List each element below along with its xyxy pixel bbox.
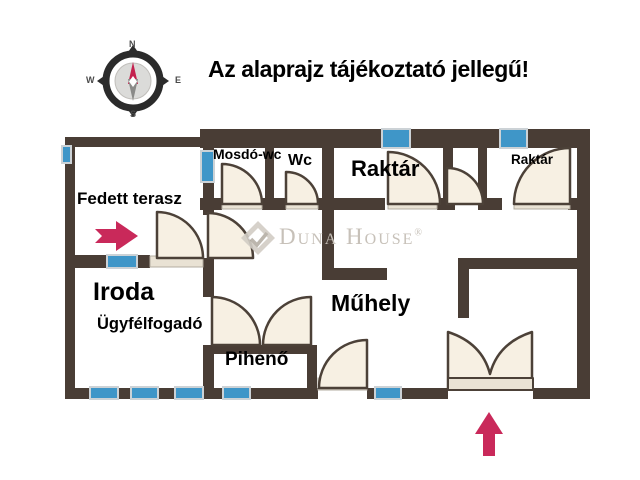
room-label-mosdo-wc: Mosdó-wc xyxy=(213,146,282,162)
windows xyxy=(61,128,528,400)
room-label-ugyfelfogado: Ügyfélfogadó xyxy=(97,315,203,333)
wall-nook-vertical xyxy=(458,258,469,318)
room-label-muhely: Műhely xyxy=(331,290,411,316)
wall-raktar-right-divider xyxy=(478,148,487,204)
door-muhely-single xyxy=(317,338,369,390)
wall-spine-lower xyxy=(203,345,214,398)
watermark-registered-mark: ® xyxy=(414,227,423,239)
wall-wc-raktar-divider xyxy=(322,148,334,280)
door-muhely-double xyxy=(446,330,534,390)
door-wc xyxy=(284,170,320,206)
window-terrace-divider xyxy=(106,254,138,269)
compass-icon xyxy=(97,45,169,117)
wall-mosdo-wc-divider xyxy=(265,148,274,204)
window-top-1 xyxy=(381,128,411,149)
window-spine xyxy=(200,150,215,183)
compass-w-label: W xyxy=(86,75,95,85)
room-label-raktar-kis: Raktár xyxy=(511,152,554,167)
watermark-brand: Duna House xyxy=(279,224,415,249)
room-label-raktar-nagy: Raktár xyxy=(351,156,420,181)
window-bottom-4 xyxy=(222,386,251,400)
compass-n-label: N xyxy=(129,39,136,49)
page-title: Az alaprajz tájékoztató jellegű! xyxy=(208,56,529,82)
door-piheno xyxy=(261,295,313,347)
door-iroda xyxy=(210,295,262,347)
compass-needle-south xyxy=(128,79,138,101)
room-label-wc: Wc xyxy=(288,152,312,169)
door-corridor-upper xyxy=(206,211,255,260)
window-left xyxy=(61,145,72,164)
door-mosdo-wc xyxy=(220,162,264,206)
wall-l-stub xyxy=(322,268,387,280)
wall-outer-right xyxy=(577,129,590,398)
entrance-arrow-terrace-icon xyxy=(95,221,138,251)
wall-nook-horizontal xyxy=(460,258,578,269)
compass-needle-north xyxy=(128,62,138,84)
room-label-fedett-terasz: Fedett terasz xyxy=(77,189,182,208)
compass-s-label: S xyxy=(130,109,137,119)
wall-outer-bottom-mid xyxy=(367,388,448,399)
window-bottom-5 xyxy=(374,386,402,400)
door-terrace xyxy=(155,210,205,260)
window-bottom-3 xyxy=(174,386,204,400)
entrance-arrows xyxy=(95,221,503,456)
watermark-logo-icon xyxy=(241,221,275,255)
entrance-arrow-bottom-icon xyxy=(475,412,503,456)
compass-e-label: E xyxy=(175,75,182,85)
wall-piheno-top xyxy=(203,345,315,354)
door-arcs xyxy=(155,146,572,391)
door-narrow-room xyxy=(445,166,485,206)
wall-piheno-right xyxy=(307,345,317,398)
wall-terrace-top xyxy=(65,137,210,147)
door-raktar-nagy xyxy=(386,150,442,206)
room-label-piheno: Pihenő xyxy=(225,349,289,370)
window-top-2 xyxy=(499,128,528,149)
room-label-iroda: Iroda xyxy=(93,278,155,306)
wall-outer-bottom-right xyxy=(533,388,590,399)
window-bottom-2 xyxy=(130,386,159,400)
wall-spine-mid xyxy=(203,258,214,297)
watermark-text: Duna House® xyxy=(279,224,422,250)
door-raktar-kis xyxy=(512,146,572,206)
door-muhely-double-panel xyxy=(447,377,534,391)
window-bottom-1 xyxy=(89,386,119,400)
